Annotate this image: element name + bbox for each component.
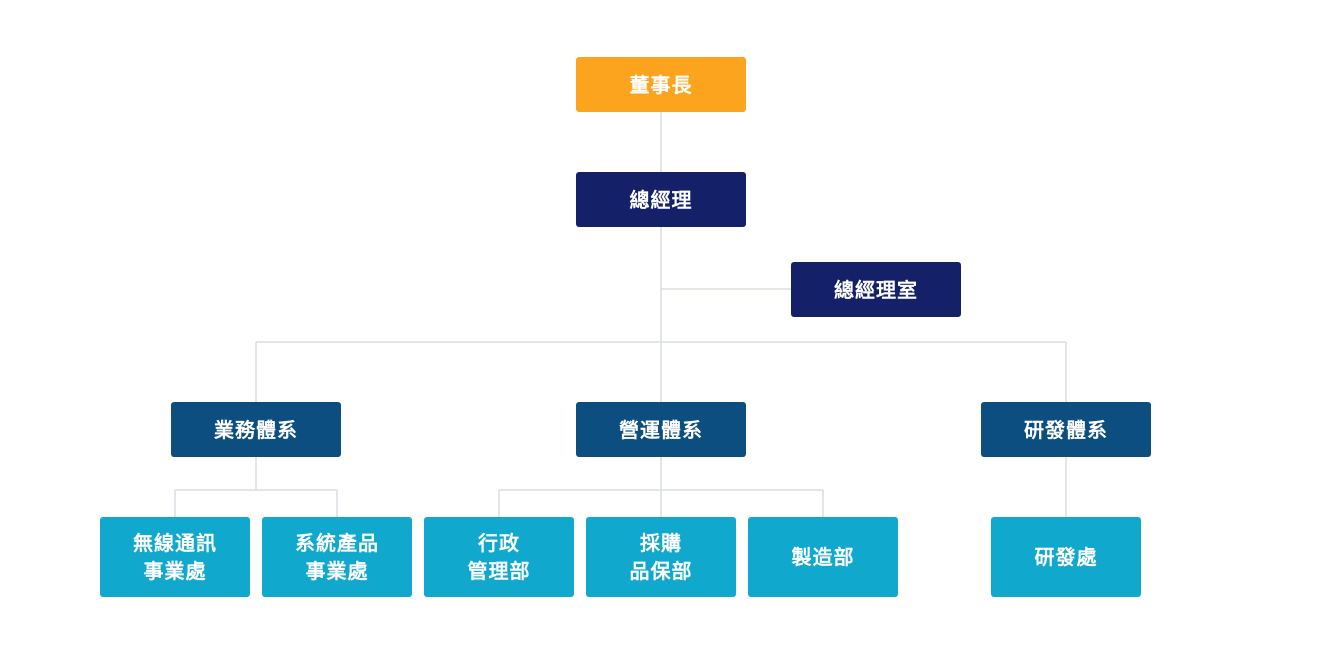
node-gm-office-label: 總經理室	[834, 277, 918, 302]
node-wireless-unit[interactable]: 無線通訊 事業處	[100, 517, 250, 597]
node-admin-dept-line2: 管理部	[467, 559, 531, 583]
node-purchasing-qa-dept-line2: 品保部	[629, 559, 693, 583]
node-general-manager-label: 總經理	[629, 187, 693, 212]
node-admin-dept[interactable]: 行政 管理部	[424, 517, 574, 597]
node-wireless-unit-line1: 無線通訊	[133, 531, 217, 555]
node-admin-dept-line1: 行政	[478, 531, 520, 555]
node-general-manager[interactable]: 總經理	[576, 172, 746, 227]
node-system-products-unit[interactable]: 系統產品 事業處	[262, 517, 412, 597]
node-purchasing-qa-dept-line1: 採購	[640, 531, 682, 555]
node-rnd-division-label: 研發體系	[1024, 417, 1108, 442]
node-chairman[interactable]: 董事長	[576, 57, 746, 112]
node-rnd-dept-label: 研發處	[1034, 545, 1098, 569]
node-manufacturing-dept-label: 製造部	[791, 545, 855, 569]
node-system-products-unit-line2: 事業處	[305, 559, 369, 583]
node-purchasing-qa-dept[interactable]: 採購 品保部	[586, 517, 736, 597]
node-chairman-label: 董事長	[629, 72, 693, 97]
node-gm-office[interactable]: 總經理室	[791, 262, 961, 317]
node-rnd-dept[interactable]: 研發處	[991, 517, 1141, 597]
node-operations-division[interactable]: 營運體系	[576, 402, 746, 457]
node-rnd-division[interactable]: 研發體系	[981, 402, 1151, 457]
node-wireless-unit-line2: 事業處	[143, 559, 207, 583]
node-manufacturing-dept[interactable]: 製造部	[748, 517, 898, 597]
node-sales-division[interactable]: 業務體系	[171, 402, 341, 457]
node-system-products-unit-line1: 系統產品	[295, 531, 379, 555]
node-operations-division-label: 營運體系	[619, 417, 703, 442]
node-sales-division-label: 業務體系	[214, 417, 298, 442]
